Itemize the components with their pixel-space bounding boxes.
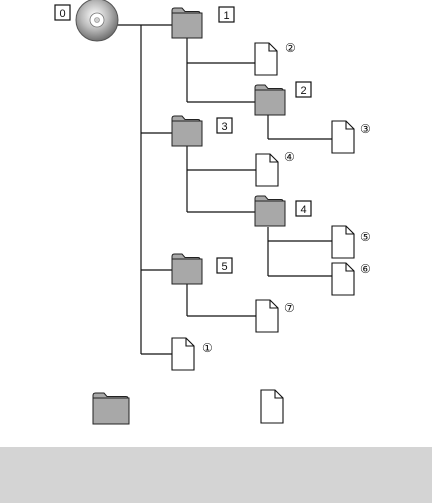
file-label: ⑥ [360,262,371,276]
folder-icon [172,116,202,146]
legend-file-icon [261,390,283,423]
folder-icon [255,85,285,115]
file-label: ② [285,41,296,55]
file-node-2: ② [255,41,296,75]
folder-label: 1 [223,10,229,22]
file-icon [332,226,354,258]
legend-folder-icon [93,393,129,424]
folder-label: 2 [300,85,306,97]
file-icon [256,154,278,186]
tree-connector-lines [103,25,332,354]
file-icon [256,300,278,332]
folder-node-2: 2 [255,82,311,115]
file-icon [172,338,194,370]
file-label: ① [202,341,213,355]
file-label: ⑦ [284,301,295,315]
file-node-6: ⑥ [332,262,371,295]
file-label: ④ [284,150,295,164]
file-icon [255,43,277,75]
file-node-3: ③ [332,121,371,153]
file-icon [332,263,354,295]
folder-label: 4 [300,204,306,216]
file-icon [332,121,354,153]
file-node-7: ⑦ [256,300,295,332]
folder-icon [172,8,202,38]
legend [93,390,283,424]
folder-node-3: 3 [172,116,232,146]
folder-label: 3 [221,121,227,133]
file-node-5: ⑤ [332,226,371,258]
file-label: ⑤ [360,230,371,244]
cd-disc-icon [76,0,118,41]
folder-node-1: 1 [172,7,234,38]
folder-icon [172,254,202,284]
file-label: ③ [360,122,371,136]
root-label: 0 [59,8,65,20]
root-node: 0 [55,0,118,41]
folder-icon [255,196,285,226]
folder-label: 5 [221,261,227,273]
file-node-4: ④ [256,150,295,186]
file-node-1: ① [172,338,213,370]
folder-node-5: 5 [172,254,232,284]
footer-bar [0,447,432,503]
folder-node-4: 4 [255,196,311,226]
